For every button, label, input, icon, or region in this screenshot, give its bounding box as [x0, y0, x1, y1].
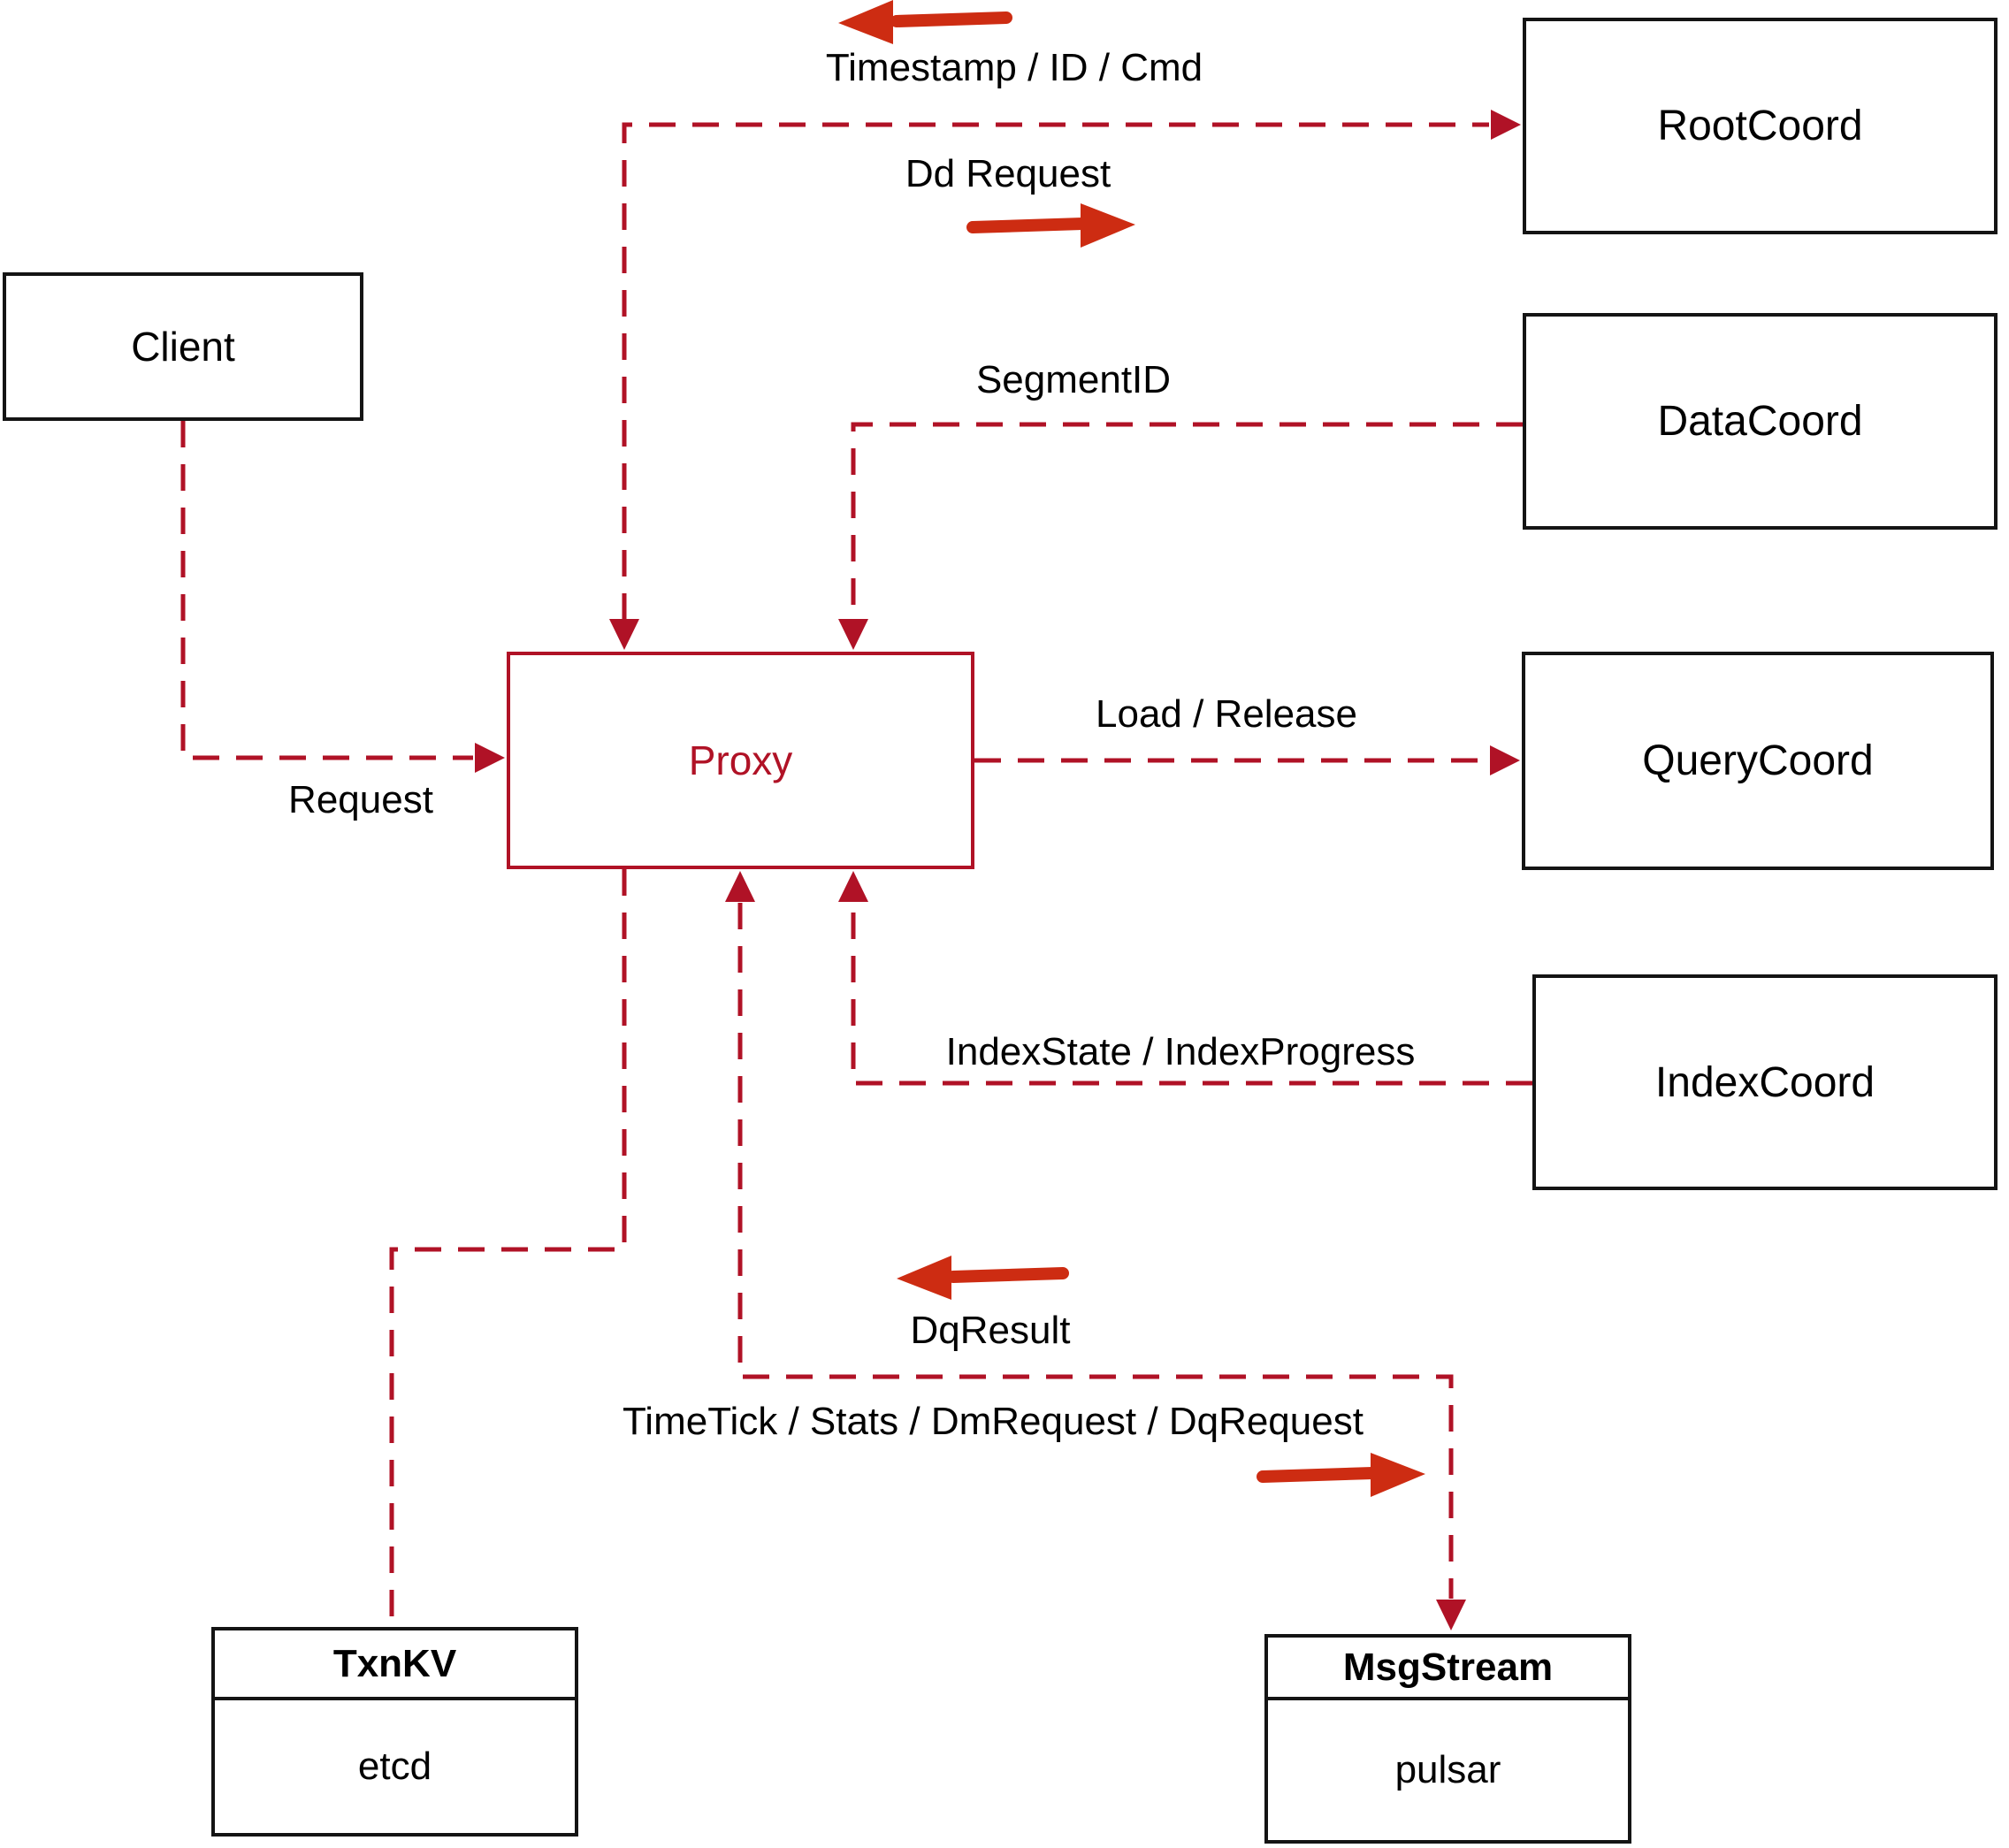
edge-label-load-release: Load / Release — [1096, 692, 1357, 736]
arrowhead-into-proxy-bottom-right — [838, 871, 868, 902]
edge-client-proxy — [180, 421, 473, 760]
node-querycoord: QueryCoord — [1522, 652, 1994, 870]
node-msgstream-title: MsgStream — [1268, 1638, 1628, 1700]
node-rootcoord-label: RootCoord — [1657, 103, 1863, 149]
edge-label-dd-request: Dd Request — [905, 152, 1111, 195]
edge-proxy-msgstream — [737, 903, 1454, 1599]
node-proxy-label: Proxy — [688, 737, 793, 783]
arrowhead-into-rootcoord — [1491, 110, 1521, 140]
arrowhead-into-querycoord — [1490, 745, 1520, 775]
flow-arrow-proxy-to-msgstream — [1257, 1453, 1425, 1497]
node-indexcoord-label: IndexCoord — [1654, 1058, 1875, 1106]
arrowhead-into-proxy-top-left — [609, 619, 639, 650]
node-datacoord-label: DataCoord — [1657, 398, 1863, 445]
edge-label-timetick-stats: TimeTick / Stats / DmRequest / DqRequest — [623, 1400, 1364, 1443]
edge-datacoord-proxy — [851, 422, 1523, 617]
edge-proxy-txnkv — [389, 869, 627, 1625]
edge-label-index-state-progress: IndexState / IndexProgress — [945, 1030, 1416, 1073]
flow-arrow-msgstream-to-proxy — [897, 1256, 1069, 1300]
edge-indexcoord-proxy — [851, 903, 1532, 1086]
edge-label-timestamp-id-cmd: Timestamp / ID / Cmd — [825, 46, 1203, 89]
arrowhead-into-proxy-bottom-mid — [725, 871, 755, 902]
node-msgstream: MsgStream pulsar — [1264, 1634, 1631, 1844]
node-querycoord-label: QueryCoord — [1642, 737, 1874, 784]
node-txnkv: TxnKV etcd — [211, 1627, 578, 1837]
node-proxy: Proxy — [507, 652, 974, 869]
node-msgstream-impl: pulsar — [1394, 1748, 1501, 1791]
edge-label-segment-id: SegmentID — [975, 358, 1172, 401]
flow-arrow-proxy-to-rootcoord — [966, 203, 1135, 248]
edge-proxy-rootcoord — [622, 122, 1489, 620]
edge-label-request: Request — [288, 778, 433, 821]
node-datacoord: DataCoord — [1523, 313, 1998, 530]
node-txnkv-title: TxnKV — [215, 1630, 575, 1700]
node-indexcoord: IndexCoord — [1532, 974, 1998, 1190]
edge-label-dq-result: DqResult — [910, 1309, 1071, 1352]
node-rootcoord: RootCoord — [1523, 18, 1998, 234]
node-txnkv-impl: etcd — [357, 1745, 432, 1788]
arrowhead-into-proxy-left — [475, 743, 505, 773]
node-client-label: Client — [131, 324, 235, 370]
arrowhead-into-proxy-top-right — [838, 619, 868, 650]
arrowhead-into-msgstream — [1436, 1600, 1466, 1630]
flow-arrow-rootcoord-to-proxy — [838, 0, 1012, 44]
node-client: Client — [3, 272, 363, 421]
